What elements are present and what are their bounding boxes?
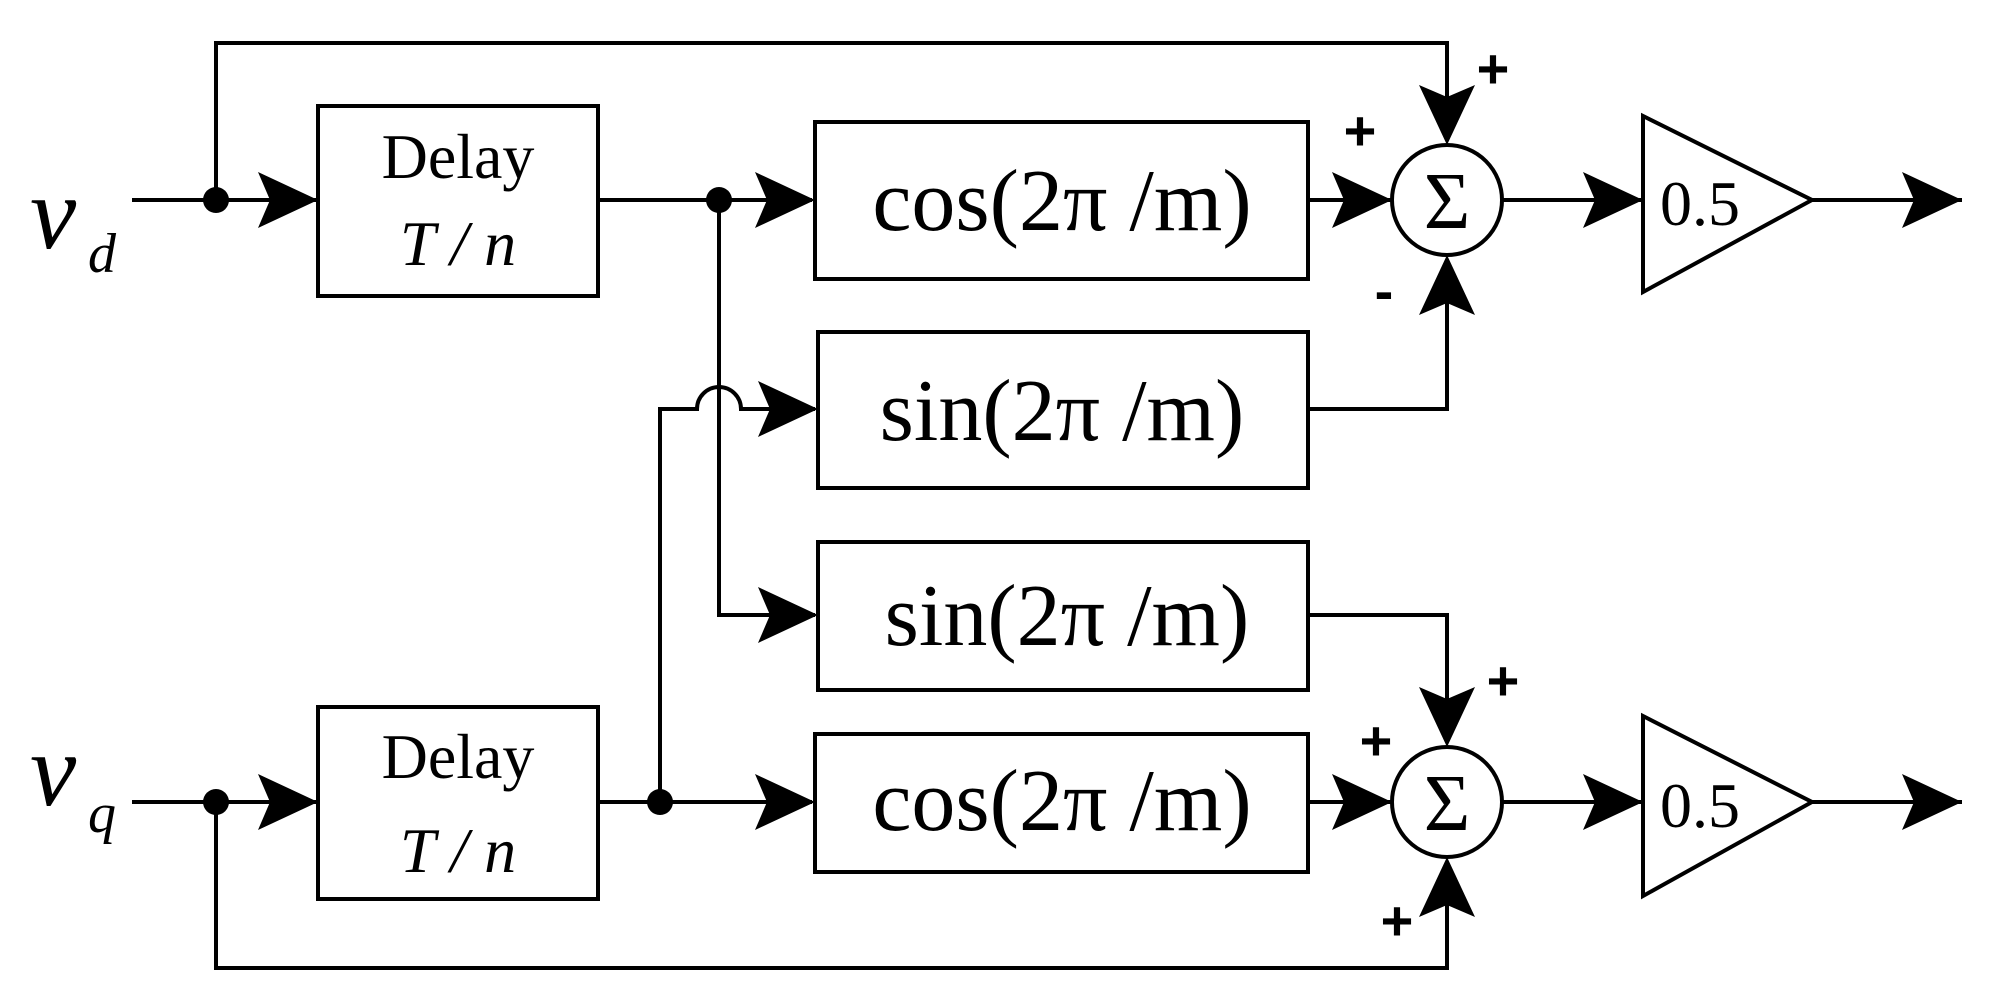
- arrow-bottom-cos-in: [755, 774, 815, 830]
- arrow-top-sin-sum-in: [1419, 255, 1475, 315]
- arrow-top-feedforward-in: [1419, 85, 1475, 145]
- vd-feedforward-line: [214, 41, 1449, 200]
- bottom-summer: Σ: [1390, 745, 1504, 859]
- bottom-cos-label: cos(2π /m): [872, 753, 1251, 850]
- bottom-sum-sign-sin: +: [1487, 649, 1520, 712]
- top-sin-block: sin(2π /m): [816, 330, 1310, 490]
- arrow-bottom-output: [1902, 774, 1962, 830]
- bottom-delay-label: Delay: [382, 721, 535, 792]
- arrow-bottom-delay-in: [258, 774, 318, 830]
- top-gain-block: 0.5: [1641, 112, 1817, 296]
- bottom-delay-junction-dot: [647, 789, 673, 815]
- arrowheads: [258, 85, 1962, 917]
- bottom-delay-period: T / n: [400, 815, 516, 886]
- bottom-cos-block: cos(2π /m): [813, 732, 1310, 874]
- vd-junction-dot: [203, 187, 229, 213]
- top-sum-sign-cos: +: [1344, 99, 1377, 162]
- arrow-bottom-feedforward-in: [1419, 857, 1475, 917]
- vq-input-label: v: [30, 713, 77, 828]
- vd-input-label: v: [30, 156, 77, 271]
- arrow-top-output: [1902, 172, 1962, 228]
- top-delay-period: T / n: [400, 208, 516, 279]
- top-sin-label: sin(2π /m): [880, 363, 1245, 460]
- bottom-sum-sign-feedforward: +: [1381, 889, 1414, 952]
- top-delay-junction-dot: [706, 187, 732, 213]
- top-gain-label: 0.5: [1660, 168, 1740, 239]
- top-delay-block: Delay T / n: [316, 104, 600, 298]
- arrow-bottom-sum-in: [1332, 774, 1392, 830]
- top-delay-label: Delay: [382, 121, 535, 192]
- bottom-gain-label: 0.5: [1660, 770, 1740, 841]
- vq-input-subscript: q: [88, 783, 116, 845]
- vq-junction-dot: [203, 789, 229, 815]
- top-cos-label: cos(2π /m): [872, 153, 1251, 250]
- arrow-bottom-gain-in: [1583, 774, 1643, 830]
- arrow-top-delay-in: [258, 172, 318, 228]
- arrow-bottom-sin-in: [758, 587, 818, 643]
- bottom-delay-branch-line: [658, 385, 815, 802]
- arrow-bottom-sin-sum-in: [1419, 687, 1475, 747]
- top-sum-sign-sin: -: [1375, 259, 1394, 322]
- top-sum-sign-feedforward: +: [1477, 37, 1510, 100]
- arrow-top-sum-in: [1332, 172, 1392, 228]
- bottom-summer-symbol: Σ: [1424, 760, 1471, 848]
- top-cos-block: cos(2π /m): [813, 120, 1310, 281]
- arrow-top-cos-in: [755, 172, 815, 228]
- bottom-sin-block: sin(2π /m): [816, 540, 1310, 692]
- vq-feedforward-line: [214, 802, 1449, 970]
- vd-input-subscript: d: [88, 223, 117, 285]
- top-sin-output-line: [1308, 266, 1449, 411]
- top-summer: Σ: [1390, 143, 1504, 257]
- bottom-delay-block: Delay T / n: [316, 705, 600, 901]
- bottom-sin-label: sin(2π /m): [885, 568, 1250, 665]
- top-summer-symbol: Σ: [1424, 158, 1471, 246]
- arrow-top-gain-in: [1583, 172, 1643, 228]
- bottom-sum-sign-cos: +: [1360, 709, 1393, 772]
- arrow-top-sin-in: [758, 381, 818, 437]
- bottom-gain-block: 0.5: [1641, 712, 1817, 900]
- bottom-sin-output-line: [1308, 613, 1449, 740]
